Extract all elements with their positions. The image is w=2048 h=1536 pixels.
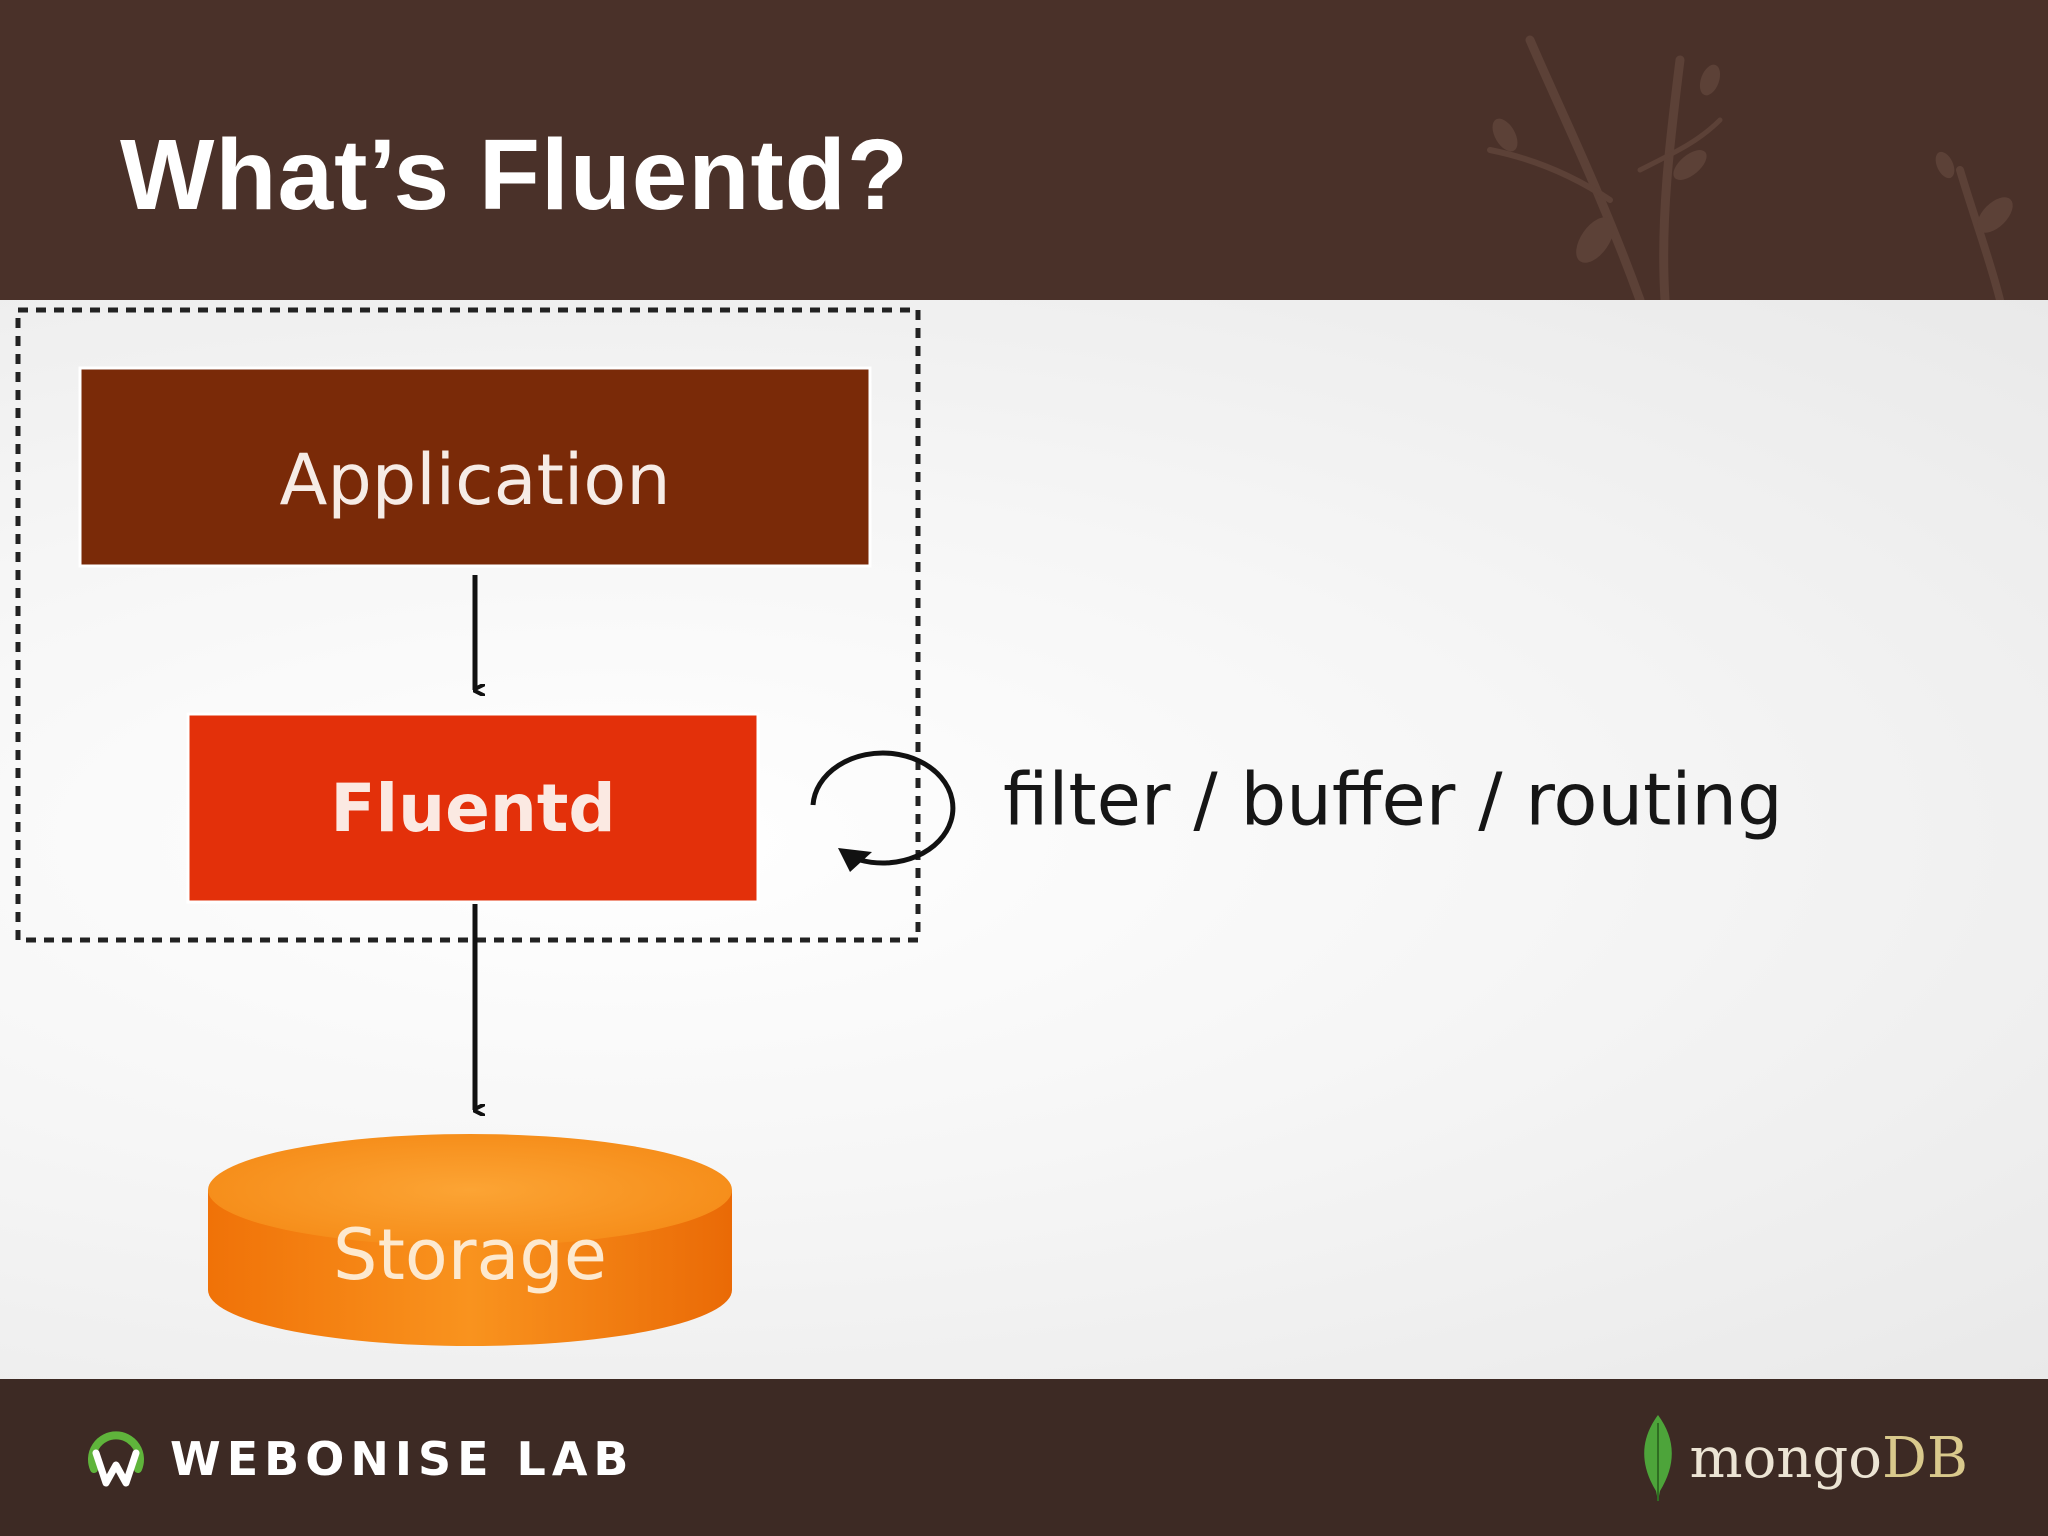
processing-annotation: filter / buffer / routing [1003, 758, 1783, 842]
storage-node: Storage [208, 1134, 732, 1346]
slide-header: What’s Fluentd? [0, 0, 2048, 300]
mongodb-wordmark-suffix: DB [1881, 1425, 1968, 1491]
webonise-brand-text: WEBONISE LAB [170, 1432, 635, 1486]
application-label: Application [279, 439, 670, 521]
storage-label: Storage [333, 1214, 607, 1296]
loop-arrow-icon [810, 750, 956, 872]
fluentd-label: Fluentd [330, 770, 615, 847]
fluentd-node: Fluentd [186, 712, 760, 904]
fluentd-host-boundary [15, 307, 921, 943]
mongodb-brand: mongoDB [1635, 1413, 1968, 1503]
slide-content: Application Fluentd filter / buffer / ro… [0, 300, 2048, 1379]
slide-footer: WEBONISE LAB mongoDB [0, 1379, 2048, 1536]
branch-decoration [1487, 35, 2013, 300]
mongodb-leaf-icon [1644, 1415, 1673, 1501]
webonise-brand: WEBONISE LAB [80, 1419, 634, 1499]
fluentd-diagram: Application Fluentd filter / buffer / ro… [15, 307, 1783, 1346]
webonise-logo-icon [88, 1431, 144, 1487]
slide-title: What’s Fluentd? [120, 119, 909, 231]
mongodb-wordmark-prefix: mongo [1689, 1425, 1882, 1491]
mongodb-wordmark: mongoDB [1689, 1426, 1968, 1491]
application-node: Application [78, 366, 872, 568]
